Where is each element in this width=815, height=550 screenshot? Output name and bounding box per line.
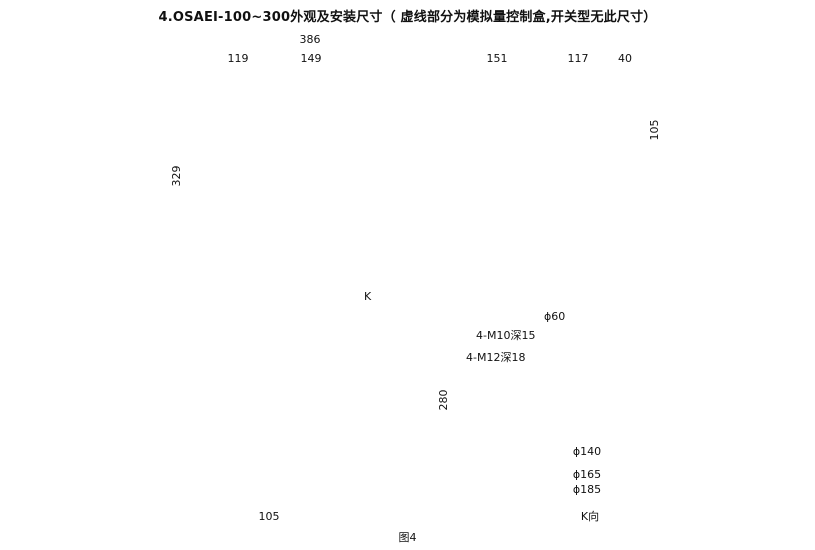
dim-phi165: ϕ165 [573, 468, 601, 481]
k-view-caption: K向 [581, 509, 599, 523]
k-arrow-label: K [364, 290, 372, 303]
dim-105-top: 105 [259, 510, 280, 523]
dim-149: 149 [301, 52, 322, 65]
dim-119: 119 [228, 52, 249, 65]
page-title: 4.OSAEI-100~300外观及安装尺寸（ 虚线部分为模拟量控制盒,开关型无… [158, 10, 657, 25]
hole-m12-label: 4-M12深18 [466, 351, 525, 364]
dim-40: 40 [618, 52, 632, 65]
dim-117: 117 [568, 52, 589, 65]
dim-phi185: ϕ185 [573, 483, 601, 496]
dim-280: 280 [437, 390, 450, 411]
dim-phi140: ϕ140 [573, 445, 601, 458]
dim-105: 105 [648, 120, 661, 141]
dim-phi60: ϕ60 [544, 310, 565, 323]
hole-m10-label: 4-M10深15 [476, 329, 535, 342]
dim-151: 151 [487, 52, 508, 65]
dim-386: 386 [300, 33, 321, 46]
figure-label: 图4 [398, 531, 417, 544]
dim-329: 329 [170, 166, 183, 187]
